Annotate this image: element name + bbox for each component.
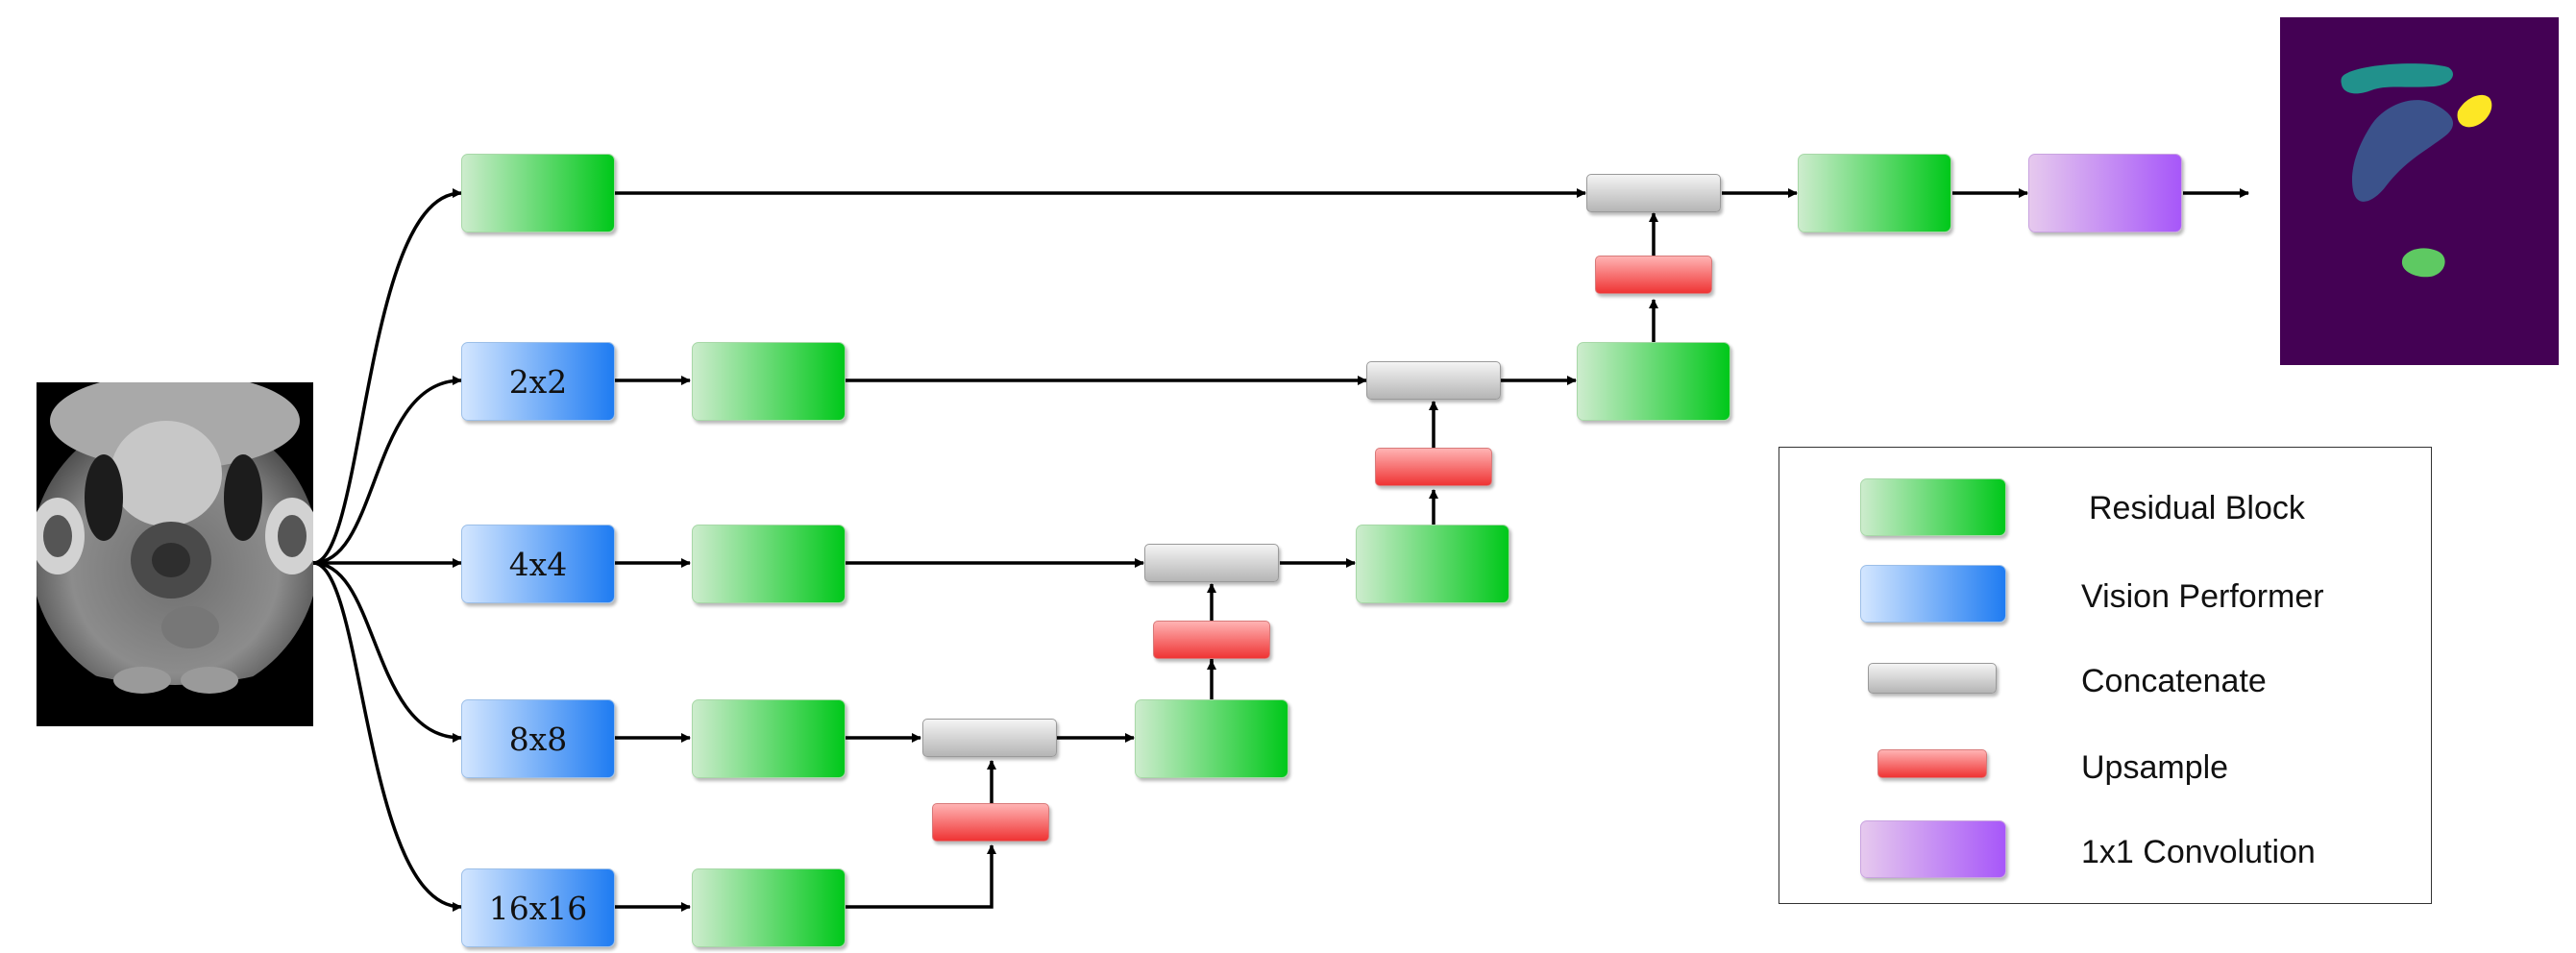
segment-yellow bbox=[2457, 94, 2492, 128]
legend-label-conv-1x1: 1x1 Convolution bbox=[2081, 834, 2316, 870]
vision-performer-8x8: 8x8 bbox=[461, 699, 615, 778]
mri-input-image bbox=[37, 382, 313, 726]
upsample-block-4 bbox=[1595, 256, 1712, 294]
legend-swatch-residual-block bbox=[1860, 478, 2006, 536]
upsample-block-3 bbox=[1375, 448, 1492, 486]
legend-swatch-conv-1x1 bbox=[1860, 820, 2006, 878]
vision-performer-2x2: 2x2 bbox=[461, 342, 615, 421]
residual-block-decoder-1 bbox=[1135, 699, 1288, 778]
vision-performer-16x16: 16x16 bbox=[461, 868, 615, 947]
upsample-block-2 bbox=[1153, 621, 1270, 659]
legend-label-concatenate: Concatenate bbox=[2081, 663, 2267, 699]
concatenate-block-1 bbox=[922, 719, 1057, 757]
concatenate-block-3 bbox=[1366, 361, 1501, 400]
segment-blue bbox=[2351, 100, 2454, 202]
residual-block-top bbox=[461, 154, 615, 232]
scale-label-16x16: 16x16 bbox=[488, 889, 588, 927]
branch-arrow-top bbox=[312, 188, 462, 565]
residual-block-8x8 bbox=[692, 699, 846, 778]
segment-teal bbox=[2341, 63, 2453, 94]
concatenate-block-2 bbox=[1144, 544, 1279, 582]
legend-swatch-concatenate bbox=[1868, 663, 1997, 694]
legend-swatch-vision-performer bbox=[1860, 565, 2006, 623]
residual-block-2x2 bbox=[692, 342, 846, 421]
legend-label-upsample: Upsample bbox=[2081, 749, 2229, 786]
residual-block-decoder-3 bbox=[1577, 342, 1730, 421]
legend: Residual Block Vision Performer Concaten… bbox=[1779, 447, 2432, 904]
concatenate-block-4 bbox=[1586, 174, 1721, 212]
scale-label-2x2: 2x2 bbox=[508, 362, 568, 401]
residual-block-4x4 bbox=[692, 525, 846, 603]
upsample-block-1 bbox=[932, 803, 1049, 842]
legend-swatch-upsample bbox=[1877, 749, 1987, 778]
residual-block-16x16 bbox=[692, 868, 846, 947]
residual-block-decoder-4 bbox=[1798, 154, 1951, 232]
conv-1x1-block bbox=[2028, 154, 2182, 232]
legend-label-residual-block: Residual Block bbox=[2089, 490, 2305, 526]
segmentation-output-image bbox=[2280, 17, 2559, 365]
branch-arrow-8x8 bbox=[312, 561, 462, 743]
residual-block-decoder-2 bbox=[1356, 525, 1509, 603]
legend-label-vision-performer: Vision Performer bbox=[2081, 578, 2324, 615]
scale-label-8x8: 8x8 bbox=[508, 720, 568, 758]
vision-performer-4x4: 4x4 bbox=[461, 525, 615, 603]
branch-arrow-2x2 bbox=[312, 376, 462, 565]
scale-label-4x4: 4x4 bbox=[508, 545, 568, 583]
branch-arrow-16x16 bbox=[312, 561, 462, 912]
segment-green bbox=[2401, 248, 2445, 278]
